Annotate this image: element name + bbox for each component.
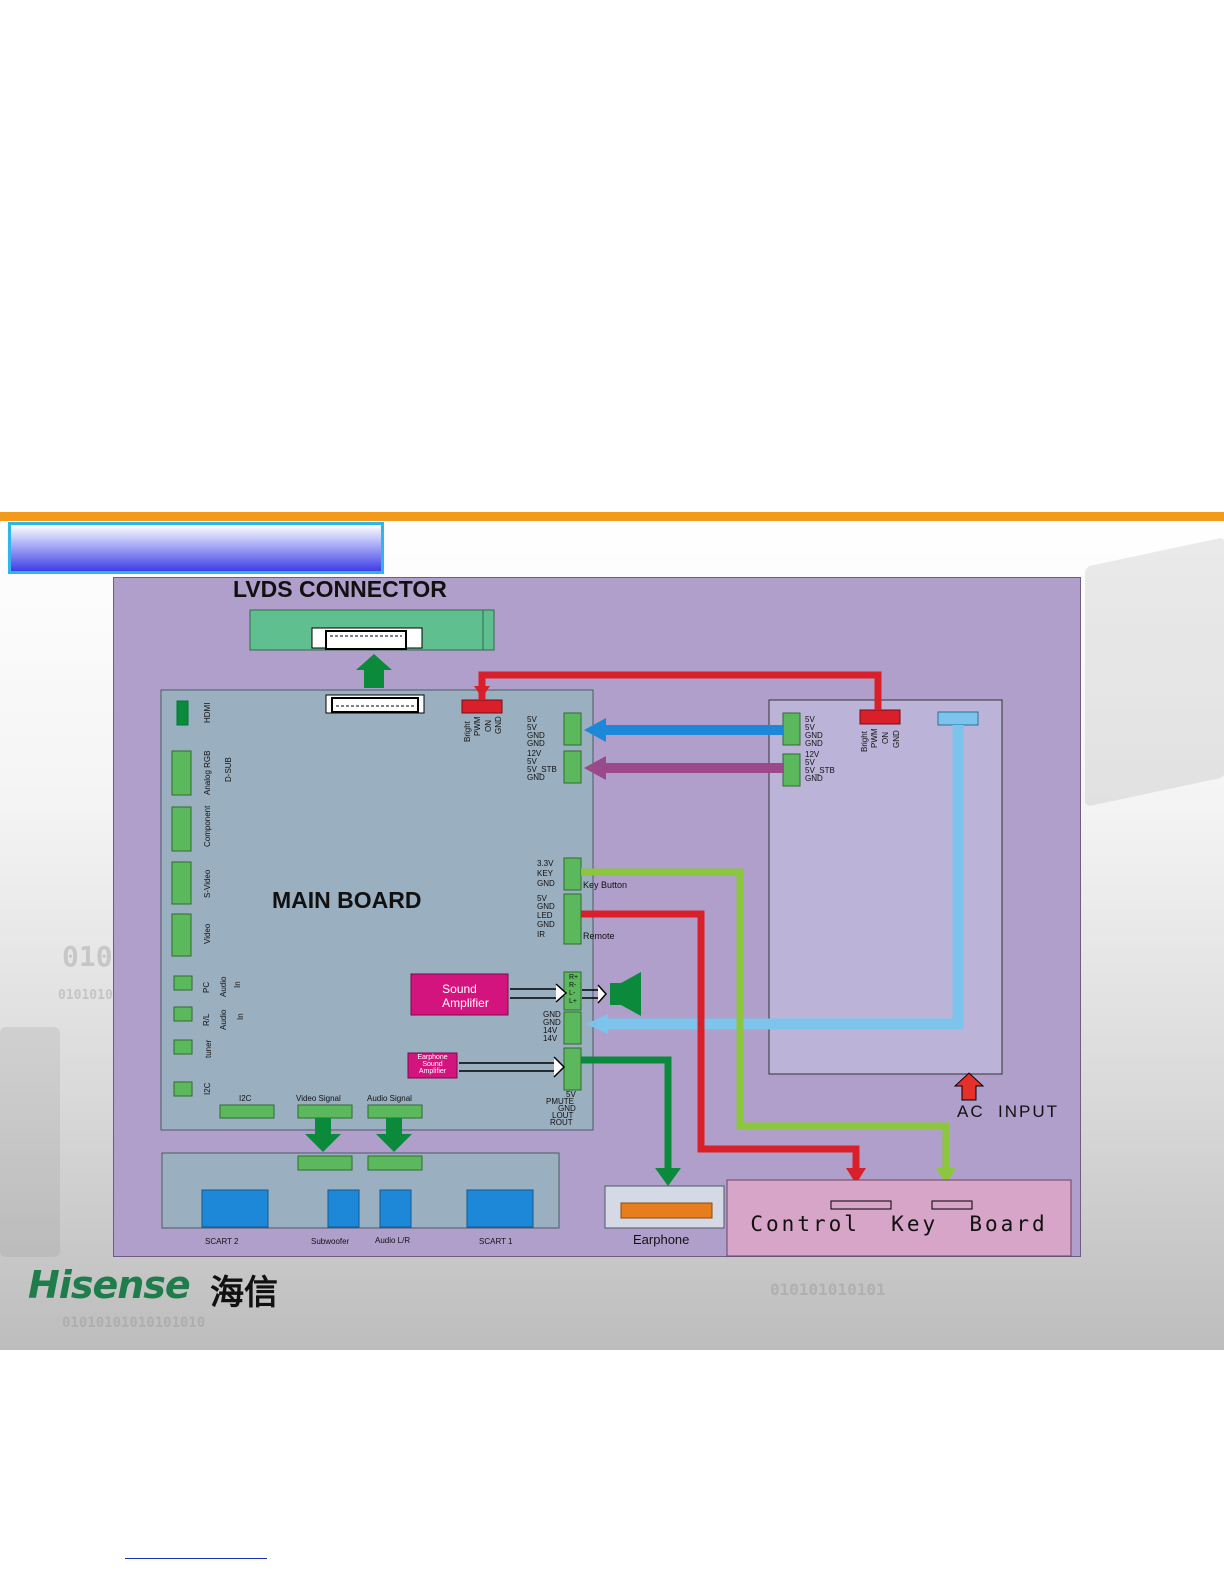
remote-label: Remote xyxy=(583,931,615,941)
rl-audio-label: Audio xyxy=(219,1010,228,1030)
mb-key-connector xyxy=(564,858,581,890)
video-connector xyxy=(172,914,191,956)
ear-pin: ROUT xyxy=(550,1118,573,1128)
lvds-title: LVDS CONNECTOR xyxy=(233,576,447,603)
key-pin: GND xyxy=(537,879,555,889)
power-wire-purple xyxy=(600,763,784,773)
sound-amplifier-label: Sound Amplifier xyxy=(411,982,508,1010)
i2c-bar-label: I2C xyxy=(239,1094,251,1104)
earphone-amplifier-label: Earphone Sound Amplifier xyxy=(408,1054,457,1075)
earphone-label: Earphone xyxy=(633,1232,689,1247)
speaker-pin: L+ xyxy=(569,997,577,1007)
pb-bright-pin: Bright xyxy=(860,731,869,752)
mb-pwm-pin: PWM xyxy=(473,716,482,736)
pb-gnd-pin: GND xyxy=(892,730,901,748)
audio-signal-bar xyxy=(368,1105,422,1118)
i2c-connector xyxy=(174,1082,192,1096)
rl-label: R/L xyxy=(202,1014,211,1026)
mb-bright-connector xyxy=(462,700,502,713)
pb-bright-connector xyxy=(860,710,900,724)
remote-pin: IR xyxy=(537,930,545,940)
mb-on-pin: ON xyxy=(484,720,493,732)
pc-audio-connector xyxy=(174,976,192,990)
hdmi-label: HDMI xyxy=(203,703,212,723)
pb-power-connector-2 xyxy=(783,754,800,786)
vga-connector xyxy=(172,751,191,795)
pb-ac-connector xyxy=(938,712,978,725)
i2c-bar xyxy=(220,1105,274,1118)
pc-in-label: In xyxy=(233,981,242,988)
mb-gnd-pin: GND xyxy=(494,716,503,734)
mb-earphone-connector xyxy=(564,1048,581,1090)
scart2-label: SCART 2 xyxy=(205,1237,239,1247)
pb-pin: GND xyxy=(805,739,823,749)
subwoofer-port xyxy=(328,1190,359,1227)
main-board-title: MAIN BOARD xyxy=(272,887,422,914)
video-signal-label: Video Signal xyxy=(296,1094,341,1104)
slide: 010 0101010 01010101010101010 0101010101… xyxy=(0,512,1224,1350)
svideo-connector xyxy=(172,862,191,904)
mb-bright-pin: Bright xyxy=(463,721,472,742)
audio-signal-label: Audio Signal xyxy=(367,1094,412,1104)
audio-lr-label: Audio L/R xyxy=(375,1236,410,1246)
scart1-label: SCART 1 xyxy=(479,1237,513,1247)
scart2-port xyxy=(202,1190,268,1227)
mb-power-connector-1 xyxy=(564,713,581,745)
tuner-label: tuner xyxy=(204,1040,213,1058)
earphone-wire xyxy=(581,1060,668,1172)
key-pin: 3.3V xyxy=(537,859,553,869)
pc-label: PC xyxy=(202,982,211,993)
rl-audio-connector xyxy=(174,1007,192,1021)
component-connector xyxy=(172,807,191,851)
mb-remote-connector xyxy=(564,894,581,944)
svideo-label: S-Video xyxy=(203,870,212,898)
mb-pin: GND xyxy=(527,773,545,783)
audio-lr-port xyxy=(380,1190,411,1227)
key-button-label: Key Button xyxy=(583,880,627,890)
pb-power-connector-1 xyxy=(783,713,800,745)
ac-input-arrow xyxy=(955,1073,983,1100)
video-signal-bar xyxy=(298,1105,352,1118)
amp-pin: 14V xyxy=(543,1034,557,1044)
mb-pin: GND xyxy=(527,739,545,749)
power-wire-blue xyxy=(600,725,784,735)
hisense-logo: Hisense xyxy=(28,1263,190,1307)
analog-rgb-label: Analog RGB xyxy=(203,751,212,795)
component-label: Component xyxy=(203,806,212,847)
scart1-port xyxy=(467,1190,533,1227)
pb-pin: GND xyxy=(805,774,823,784)
pc-audio-label: Audio xyxy=(219,977,228,997)
ac-input-label: AC INPUT xyxy=(957,1102,1059,1122)
video-label: Video xyxy=(203,924,212,944)
key-pin: KEY xyxy=(537,869,553,879)
footer-underline xyxy=(125,1558,267,1559)
earphone-jack xyxy=(621,1203,712,1218)
pb-on-pin: ON xyxy=(881,732,890,744)
power-board-rect xyxy=(769,700,1002,1074)
mb-amp-power-connector xyxy=(564,1012,581,1044)
i2c-left-label: I2C xyxy=(203,1083,212,1095)
remote-pin: GND xyxy=(537,920,555,930)
mb-power-connector-2 xyxy=(564,751,581,783)
hisense-logo-chinese: 海信 xyxy=(210,1265,278,1314)
subwoofer-label: Subwoofer xyxy=(311,1237,349,1247)
lvds-up-arrow xyxy=(356,654,392,688)
speaker-icon xyxy=(610,983,621,1005)
pb-pwm-pin: PWM xyxy=(870,728,879,748)
control-key-board-label: Control Key Board xyxy=(727,1212,1071,1236)
tuner-connector xyxy=(174,1040,192,1054)
dsub-label: D-SUB xyxy=(224,757,233,782)
rl-in-label: In xyxy=(236,1013,245,1020)
hdmi-connector xyxy=(177,701,188,725)
